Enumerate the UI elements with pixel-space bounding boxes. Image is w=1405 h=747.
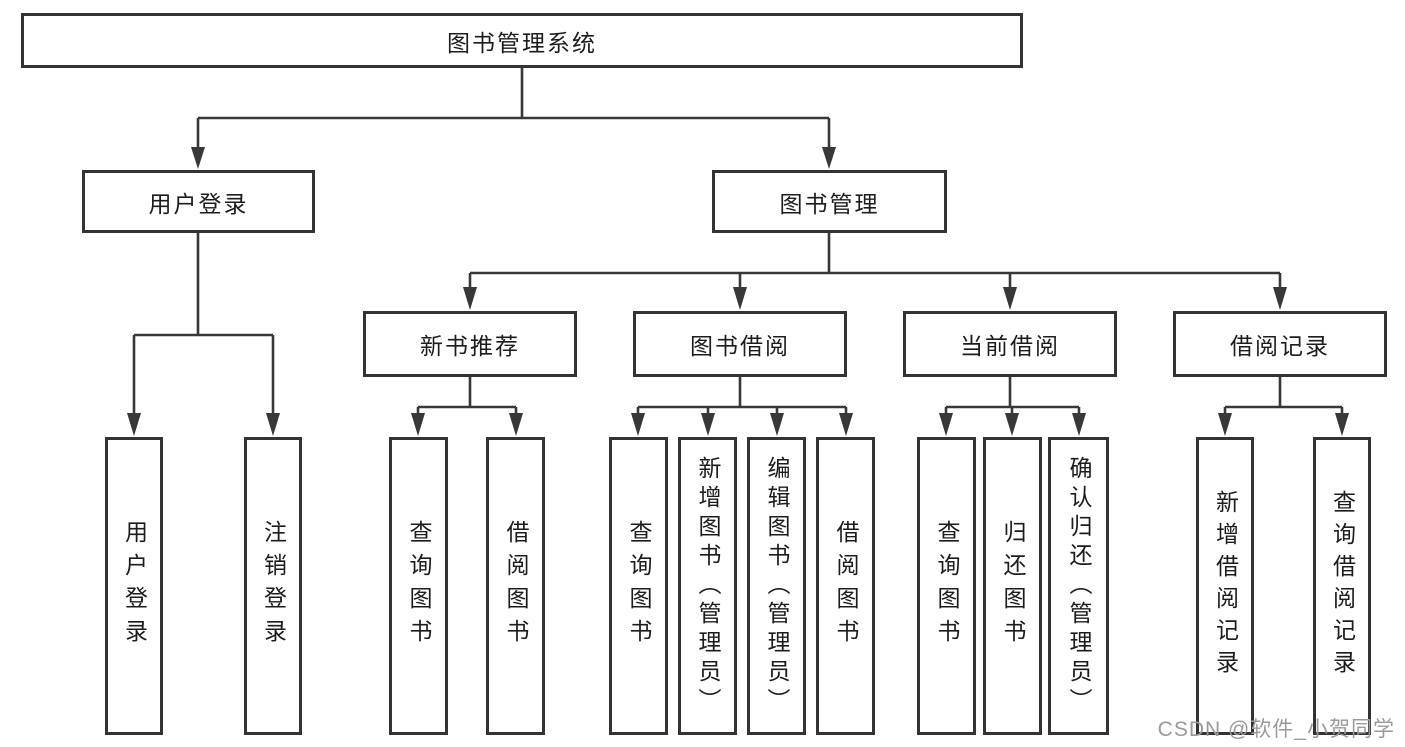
- node-label: 编辑图书（管理员）: [764, 455, 790, 717]
- connector-user-login-to-leaves: [127, 231, 280, 436]
- node-label: 借阅记录: [1230, 333, 1330, 359]
- arrowhead: [701, 413, 715, 436]
- arrowhead: [1072, 413, 1086, 436]
- connector-book-borrow-to-leaves: [631, 375, 853, 436]
- arrowhead: [822, 147, 836, 169]
- connector-new-book-rec-to-leaves: [411, 375, 523, 436]
- node-label: 查询图书: [406, 520, 432, 652]
- leaf-edit-book-admin: 编辑图书（管理员）: [747, 437, 806, 735]
- node-label: 图书管理: [779, 190, 880, 217]
- arrowhead: [509, 413, 523, 436]
- leaf-add-book-admin: 新增图书（管理员）: [678, 437, 737, 735]
- arrowhead: [411, 413, 425, 436]
- node-borrowing-records: 借阅记录: [1173, 311, 1387, 377]
- arrowhead: [770, 413, 784, 436]
- node-label: 查询图书: [626, 520, 652, 652]
- node-label: 确认归还（管理员）: [1066, 455, 1092, 717]
- node-label: 用户登录: [148, 190, 249, 217]
- connector-borrow-record-to-leaves: [1218, 375, 1349, 436]
- node-label: 用户登录: [121, 520, 148, 652]
- leaf-query-books-recommend: 查询图书: [389, 437, 448, 735]
- leaf-query-borrow-record: 查询借阅记录: [1313, 437, 1371, 735]
- leaf-logout: 注销登录: [244, 437, 302, 735]
- node-new-book-recommendation: 新书推荐: [363, 311, 577, 377]
- arrowhead: [266, 413, 280, 436]
- node-label: 查询借阅记录: [1329, 490, 1356, 682]
- connector-current-borrow-to-leaves: [939, 375, 1086, 436]
- node-label: 图书借阅: [690, 333, 790, 359]
- node-label: 图书管理系统: [447, 29, 597, 56]
- arrowhead: [631, 413, 645, 436]
- arrowhead: [191, 147, 205, 169]
- arrowhead: [1218, 413, 1232, 436]
- node-label: 新书推荐: [420, 333, 520, 359]
- node-label: 归还图书: [1000, 520, 1026, 652]
- csdn-watermark: CSDN @软件_小贺同学: [1157, 718, 1395, 741]
- node-label: 借阅图书: [503, 520, 529, 652]
- arrowhead: [1273, 287, 1287, 310]
- node-label: 新增借阅记录: [1212, 490, 1239, 682]
- leaf-return-book: 归还图书: [983, 437, 1042, 735]
- node-label: 查询图书: [934, 520, 960, 652]
- arrowhead: [1335, 413, 1349, 436]
- leaf-borrow-books-recommend: 借阅图书: [486, 437, 545, 735]
- arrowhead: [939, 413, 953, 436]
- node-label: 注销登录: [260, 520, 287, 652]
- arrowhead: [127, 413, 141, 436]
- node-book-borrowing: 图书借阅: [633, 311, 847, 377]
- leaf-query-books-current: 查询图书: [917, 437, 976, 735]
- connector-root-to-level2: [191, 68, 836, 169]
- leaf-query-books-borrowing: 查询图书: [609, 437, 668, 735]
- arrowhead: [839, 413, 853, 436]
- node-user-login: 用户登录: [82, 170, 315, 233]
- leaf-user-login: 用户登录: [105, 437, 163, 735]
- node-current-borrowing: 当前借阅: [903, 311, 1117, 377]
- node-label: 借阅图书: [833, 520, 859, 652]
- node-label: 当前借阅: [960, 333, 1060, 359]
- leaf-borrow-books-borrowing: 借阅图书: [816, 437, 875, 735]
- arrowhead: [733, 287, 747, 310]
- node-book-management: 图书管理: [712, 170, 947, 233]
- leaf-confirm-return-admin: 确认归还（管理员）: [1048, 437, 1109, 735]
- arrowhead: [1003, 287, 1017, 310]
- connector-book-mgmt-to-level3: [463, 231, 1287, 310]
- arrowhead: [463, 287, 477, 310]
- node-root-library-management-system: 图书管理系统: [21, 13, 1023, 68]
- leaf-add-borrow-record: 新增借阅记录: [1196, 437, 1254, 735]
- node-label: 新增图书（管理员）: [695, 455, 721, 717]
- arrowhead: [1005, 413, 1019, 436]
